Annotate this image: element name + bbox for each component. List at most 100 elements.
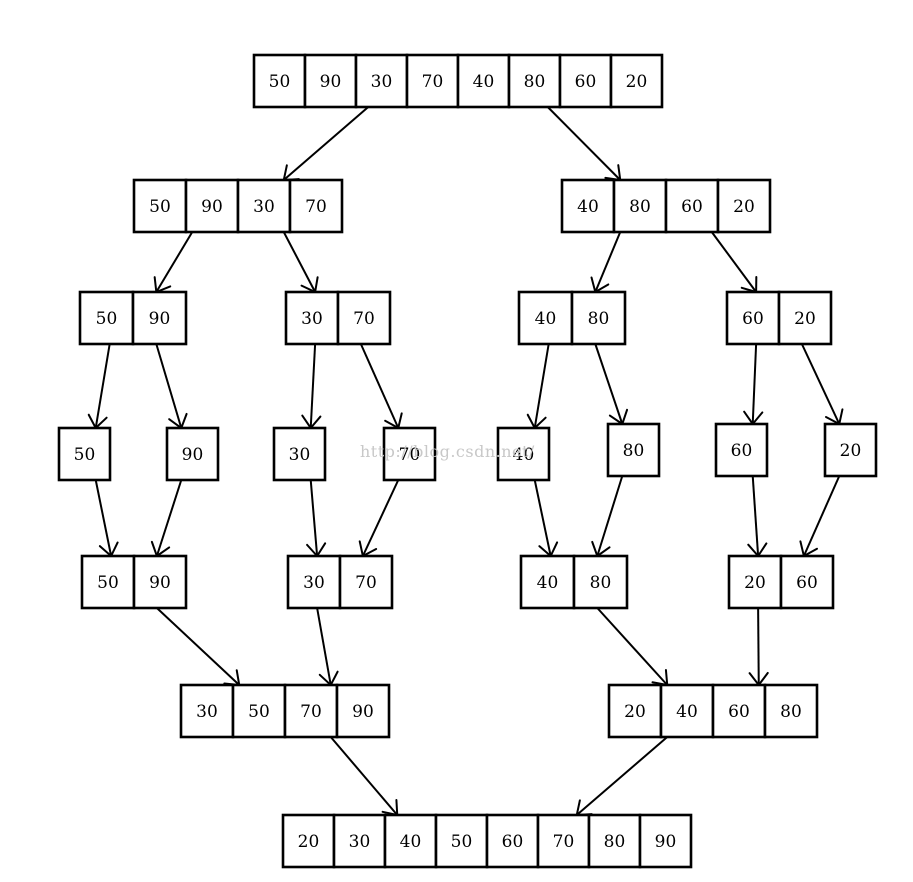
array-box: 60 bbox=[714, 422, 769, 478]
cell-value: 20 bbox=[744, 573, 766, 593]
array-cell bbox=[78, 290, 135, 346]
cell-value: 80 bbox=[623, 441, 645, 461]
cell-value: 60 bbox=[742, 309, 764, 329]
array-box: 30 70 bbox=[286, 554, 394, 610]
array-cell bbox=[727, 554, 783, 610]
cell-value: 90 bbox=[655, 832, 677, 852]
array-cell bbox=[716, 178, 772, 234]
cell-value: 80 bbox=[590, 573, 612, 593]
array-cell bbox=[184, 178, 240, 234]
array-cell bbox=[382, 426, 437, 482]
cell-value: 20 bbox=[624, 702, 646, 722]
array-cell bbox=[165, 426, 220, 482]
cell-value: 30 bbox=[196, 702, 218, 722]
arrow-line bbox=[359, 343, 400, 429]
cell-value: 70 bbox=[305, 197, 327, 217]
watermark-text: http://blog.csdn.net/ bbox=[360, 442, 535, 461]
array-cell bbox=[664, 178, 720, 234]
arrow-line bbox=[710, 231, 757, 293]
cell-value: 50 bbox=[269, 72, 291, 92]
cell-value: 40 bbox=[676, 702, 698, 722]
cell-value: 90 bbox=[149, 309, 171, 329]
arrow-line bbox=[751, 343, 758, 425]
cell-value: 40 bbox=[473, 72, 495, 92]
cell-value: 20 bbox=[298, 832, 320, 852]
cell-value: 50 bbox=[451, 832, 473, 852]
cell-value: 40 bbox=[537, 573, 559, 593]
array-cell bbox=[338, 554, 394, 610]
array-cell bbox=[711, 683, 767, 739]
cell-value: 70 bbox=[553, 832, 575, 852]
array-cell bbox=[606, 422, 661, 478]
array-cell bbox=[332, 813, 387, 869]
arrow-line bbox=[576, 736, 668, 816]
arrow-line bbox=[361, 479, 400, 557]
cell-value: 70 bbox=[422, 72, 444, 92]
array-cell bbox=[336, 290, 392, 346]
cell-value: 30 bbox=[371, 72, 393, 92]
cell-value: 90 bbox=[352, 702, 374, 722]
arrow-line bbox=[155, 479, 183, 557]
arrow-line bbox=[309, 479, 319, 557]
cell-value: 30 bbox=[303, 573, 325, 593]
edges-layer bbox=[87, 106, 844, 817]
cell-value: 30 bbox=[349, 832, 371, 852]
array-cell bbox=[763, 683, 819, 739]
arrow-line bbox=[316, 607, 332, 686]
arrow-line bbox=[547, 106, 621, 181]
array-box: 20 bbox=[823, 422, 878, 478]
cell-value: 60 bbox=[681, 197, 703, 217]
cell-value: 60 bbox=[796, 573, 818, 593]
array-cell bbox=[283, 683, 339, 739]
array-cell bbox=[507, 53, 562, 109]
arrow-line bbox=[309, 343, 317, 429]
cell-value: 40 bbox=[400, 832, 422, 852]
cell-value: 60 bbox=[502, 832, 524, 852]
array-cell bbox=[335, 683, 391, 739]
array-cell bbox=[560, 178, 616, 234]
cell-value: 80 bbox=[629, 197, 651, 217]
array-box: 30 bbox=[272, 426, 327, 482]
cell-value: 40 bbox=[577, 197, 599, 217]
array-cell bbox=[131, 290, 188, 346]
cell-value: 50 bbox=[97, 573, 119, 593]
cell-value: 80 bbox=[588, 309, 610, 329]
array-cell bbox=[607, 683, 663, 739]
array-cell bbox=[57, 426, 112, 482]
array-box: 90 bbox=[165, 426, 220, 482]
arrow-line bbox=[594, 231, 622, 293]
arrow-line bbox=[751, 475, 760, 557]
array-cell bbox=[714, 422, 769, 478]
cell-value: 70 bbox=[355, 573, 377, 593]
arrow-line bbox=[94, 343, 111, 429]
array-cell bbox=[434, 813, 489, 869]
arrow-line bbox=[596, 607, 668, 686]
cell-value: 90 bbox=[182, 445, 204, 465]
array-cell bbox=[231, 683, 287, 739]
arrow-line bbox=[594, 343, 624, 425]
arrow-line bbox=[802, 475, 841, 557]
cell-value: 20 bbox=[733, 197, 755, 217]
array-cell bbox=[536, 813, 591, 869]
array-cell bbox=[587, 813, 642, 869]
array-box: 80 bbox=[606, 422, 661, 478]
arrow-line bbox=[156, 607, 240, 686]
cell-value: 90 bbox=[201, 197, 223, 217]
array-cell bbox=[132, 178, 188, 234]
array-cell bbox=[609, 53, 664, 109]
array-cell bbox=[485, 813, 540, 869]
cell-value: 80 bbox=[524, 72, 546, 92]
cell-value: 70 bbox=[399, 445, 421, 465]
array-cell bbox=[777, 290, 833, 346]
arrow-line bbox=[800, 343, 841, 425]
arrow-line bbox=[533, 343, 550, 429]
